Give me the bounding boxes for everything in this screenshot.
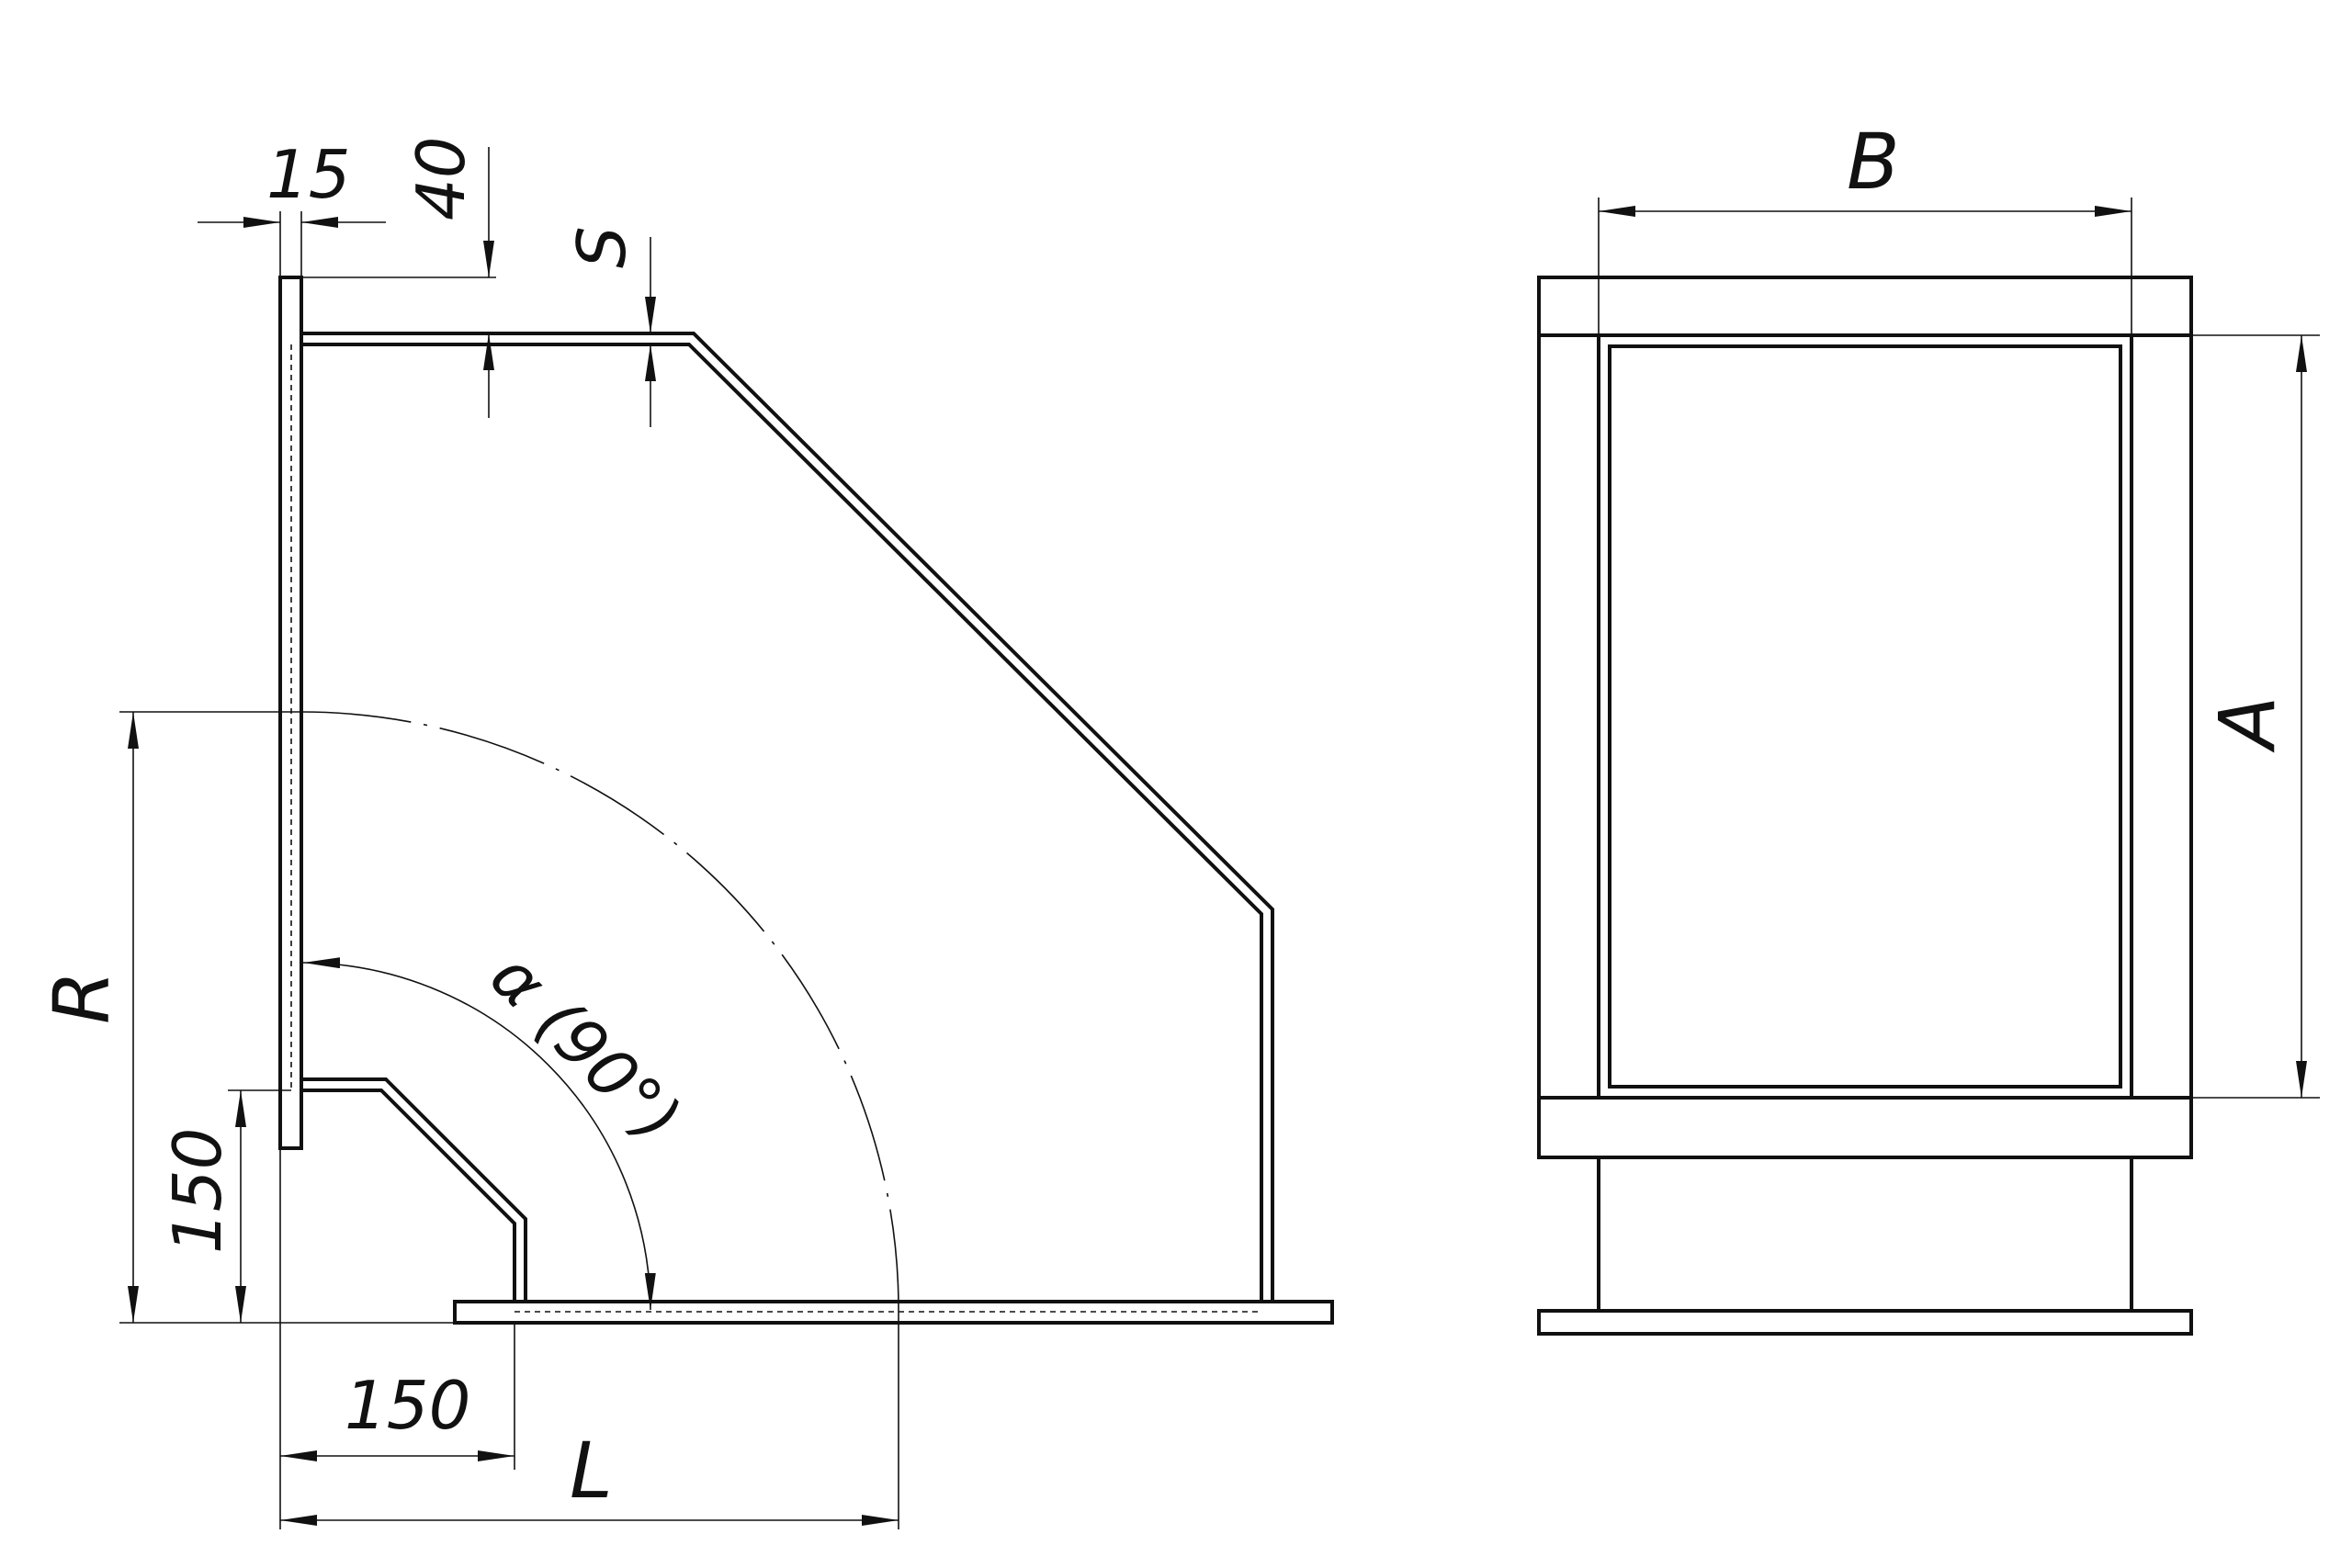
angle-label: α (90°) bbox=[476, 938, 695, 1157]
front-opening-outer bbox=[1597, 333, 2133, 1100]
front-bottom-flange bbox=[1537, 1309, 2193, 1336]
dim-flange-height-label: 40 bbox=[402, 136, 480, 220]
dim-flange-width-label: 15 bbox=[266, 136, 351, 213]
inner-elbow-wall-inner bbox=[301, 1089, 516, 1302]
dim-length-label: L bbox=[570, 1426, 613, 1516]
front-flange-outer bbox=[1537, 276, 2193, 1159]
dim-radius-label: R bbox=[37, 971, 127, 1024]
dim-inner-vertical-label: 150 bbox=[159, 1128, 236, 1254]
inner-elbow-wall bbox=[301, 1077, 527, 1302]
front-view: B A bbox=[1537, 117, 2320, 1336]
dim-height-a-label: A bbox=[2202, 696, 2292, 753]
bottom-flange-plate bbox=[453, 1300, 1334, 1325]
outer-elbow-wall bbox=[301, 332, 1274, 1302]
dim-inner-horizontal-label: 150 bbox=[345, 1367, 470, 1444]
elbow-centerline-arc bbox=[300, 711, 899, 1310]
front-opening-inner bbox=[1608, 344, 2122, 1089]
angle-arc bbox=[302, 957, 656, 1311]
side-view: 15 40 S R 150 150 L α (90°) bbox=[37, 136, 1334, 1529]
dim-thickness-label: S bbox=[563, 226, 640, 268]
dim-width-b-label: B bbox=[1847, 117, 1900, 207]
outer-elbow-wall-inner bbox=[301, 343, 1263, 1302]
